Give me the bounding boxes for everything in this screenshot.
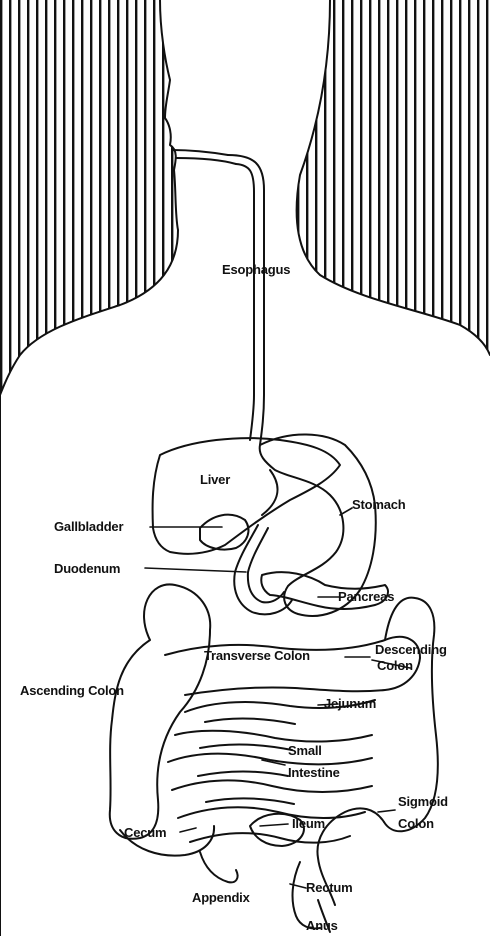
ascending-colon (110, 584, 210, 838)
label-duodenum: Duodenum (54, 561, 120, 576)
label-appendix: Appendix (192, 890, 250, 905)
small-intestine-inner-1 (205, 718, 295, 724)
mouth (172, 150, 228, 155)
label-esophagus: Esophagus (222, 262, 290, 277)
label-stomach: Stomach (352, 497, 406, 512)
label-ascending-colon: Ascending Colon (20, 683, 124, 698)
label-small-intestine-line1: Small (288, 743, 322, 758)
label-pancreas: Pancreas (338, 589, 394, 604)
esophagus-inner (236, 164, 254, 440)
appendix (200, 852, 238, 882)
label-rectum: Rectum (306, 880, 352, 895)
label-descending-colon-line1: Descending (375, 642, 447, 657)
label-transverse-colon: Transverse Colon (204, 648, 310, 663)
label-sigmoid-colon-line1: Sigmoid (398, 794, 448, 809)
pharynx-upper (176, 158, 236, 164)
small-intestine-inner-4 (206, 798, 294, 804)
cecum-leader (180, 828, 196, 832)
esophagus (228, 155, 264, 445)
sigmoid-colon-leader (378, 810, 395, 812)
small-intestine-inner-3 (198, 772, 288, 777)
small-intestine-inner-2 (200, 744, 292, 750)
stomach-leader (340, 508, 352, 515)
label-liver: Liver (200, 472, 230, 487)
small-intestine-loop-3 (168, 754, 372, 765)
label-ileum: Ileum (292, 816, 325, 831)
small-intestine-loop-2 (175, 731, 372, 742)
ileum-leader (260, 824, 288, 826)
small-intestine-loop-4 (172, 780, 372, 792)
label-small-intestine-line2: Intestine (288, 765, 340, 780)
label-cecum: Cecum (124, 825, 166, 840)
label-gallbladder: Gallbladder (54, 519, 123, 534)
duodenum-leader (145, 568, 246, 572)
label-jejunum: Jejunum (324, 696, 376, 711)
label-descending-colon-line2: Colon (377, 658, 413, 673)
label-sigmoid-colon-line2: Colon (398, 816, 434, 831)
label-anus: Anus (306, 918, 338, 933)
